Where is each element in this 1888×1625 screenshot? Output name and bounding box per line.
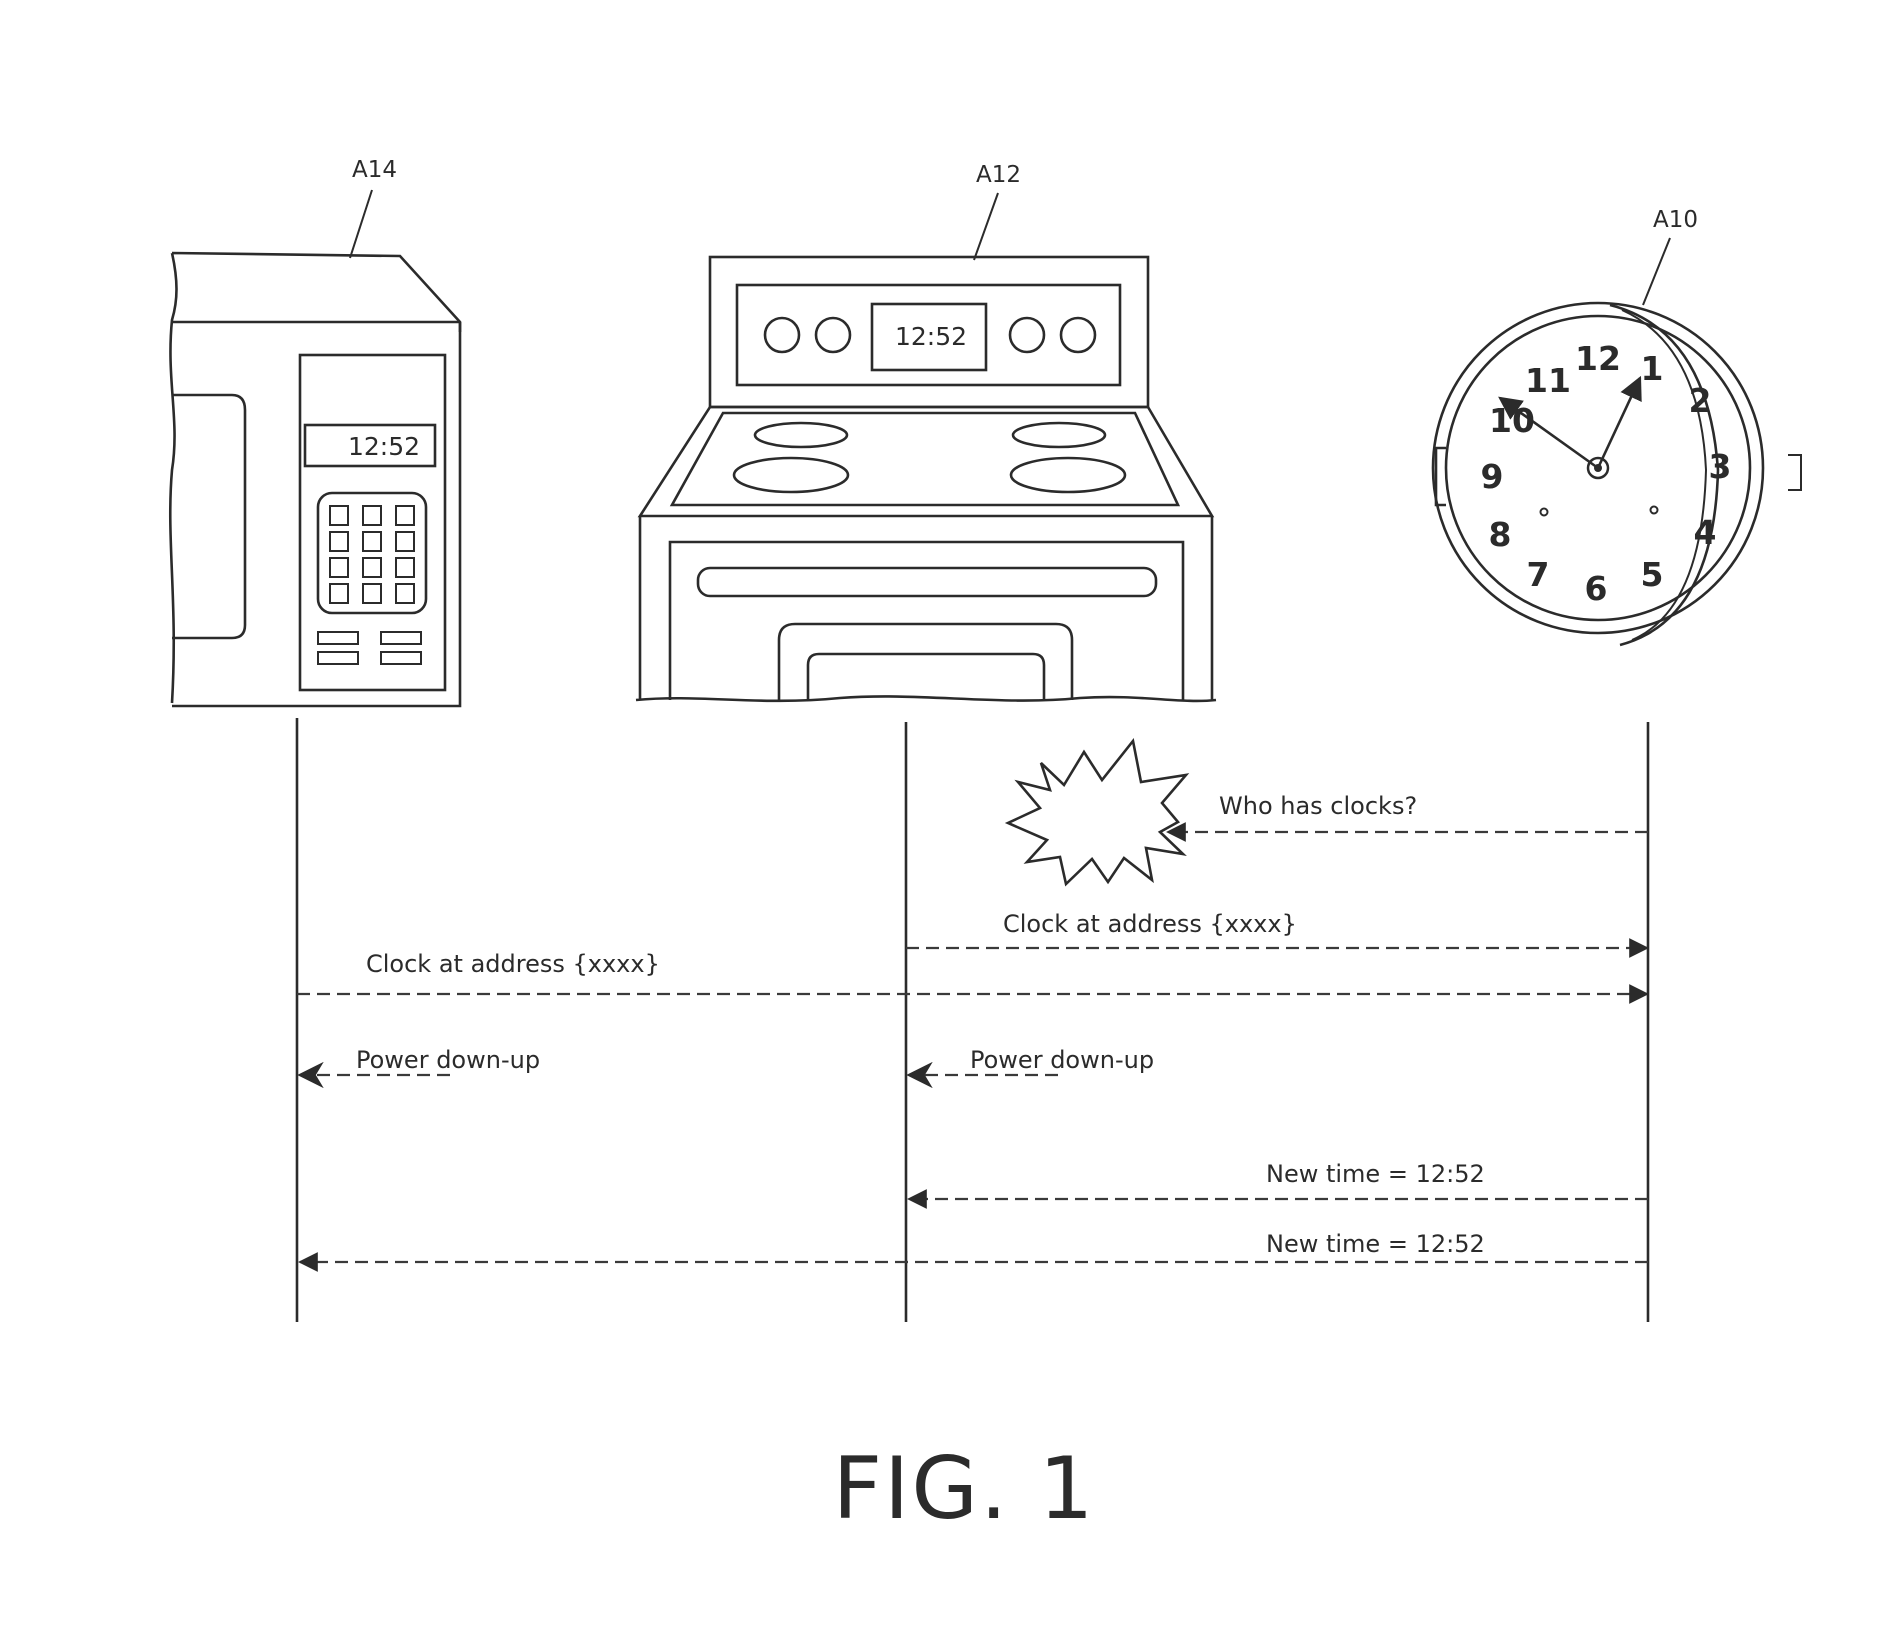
msg-microwave-power: Power down-up [356, 1046, 540, 1074]
clock-leader-line [1643, 238, 1670, 305]
dial-6: 6 [1585, 569, 1608, 608]
dial-7: 7 [1527, 555, 1550, 594]
dial-3: 3 [1709, 447, 1732, 486]
stove-display-time: 12:52 [895, 322, 967, 351]
microwave-ref-label: A14 [352, 157, 397, 183]
msg-stove-clock-address: Clock at address {xxxx} [1003, 910, 1297, 938]
dial-5: 5 [1641, 555, 1664, 594]
dial-9: 9 [1481, 457, 1504, 496]
stove-device: A12 12:52 [636, 162, 1216, 701]
msg-stove-new-time: New time = 12:52 [1266, 1160, 1485, 1188]
msg-stove-power: Power down-up [970, 1046, 1154, 1074]
dial-1: 1 [1641, 349, 1664, 388]
microwave-buttons [318, 632, 421, 664]
clock-minute-hand [1598, 378, 1640, 468]
stove-leader-line [974, 193, 998, 260]
microwave-device: A14 12:52 [170, 157, 460, 706]
clock-device: A10 12 1 2 3 4 5 6 7 8 9 10 11 [1433, 207, 1801, 645]
dial-4: 4 [1694, 513, 1717, 552]
clock-ref-label: A10 [1653, 207, 1698, 233]
burst-icon [1008, 741, 1186, 884]
dial-2: 2 [1689, 381, 1712, 420]
microwave-leader-line [350, 190, 372, 258]
msg-microwave-new-time: New time = 12:52 [1266, 1230, 1485, 1258]
msg-who-has-clocks: Who has clocks? [1219, 792, 1417, 820]
figure-label: FIG. 1 [833, 1439, 1096, 1539]
dial-8: 8 [1489, 515, 1512, 554]
microwave-display-time: 12:52 [348, 432, 420, 461]
stove-ref-label: A12 [976, 162, 1021, 188]
dial-12: 12 [1575, 339, 1621, 378]
microwave-keypad [330, 506, 414, 603]
dial-11: 11 [1525, 361, 1571, 400]
msg-microwave-clock-address: Clock at address {xxxx} [366, 950, 660, 978]
